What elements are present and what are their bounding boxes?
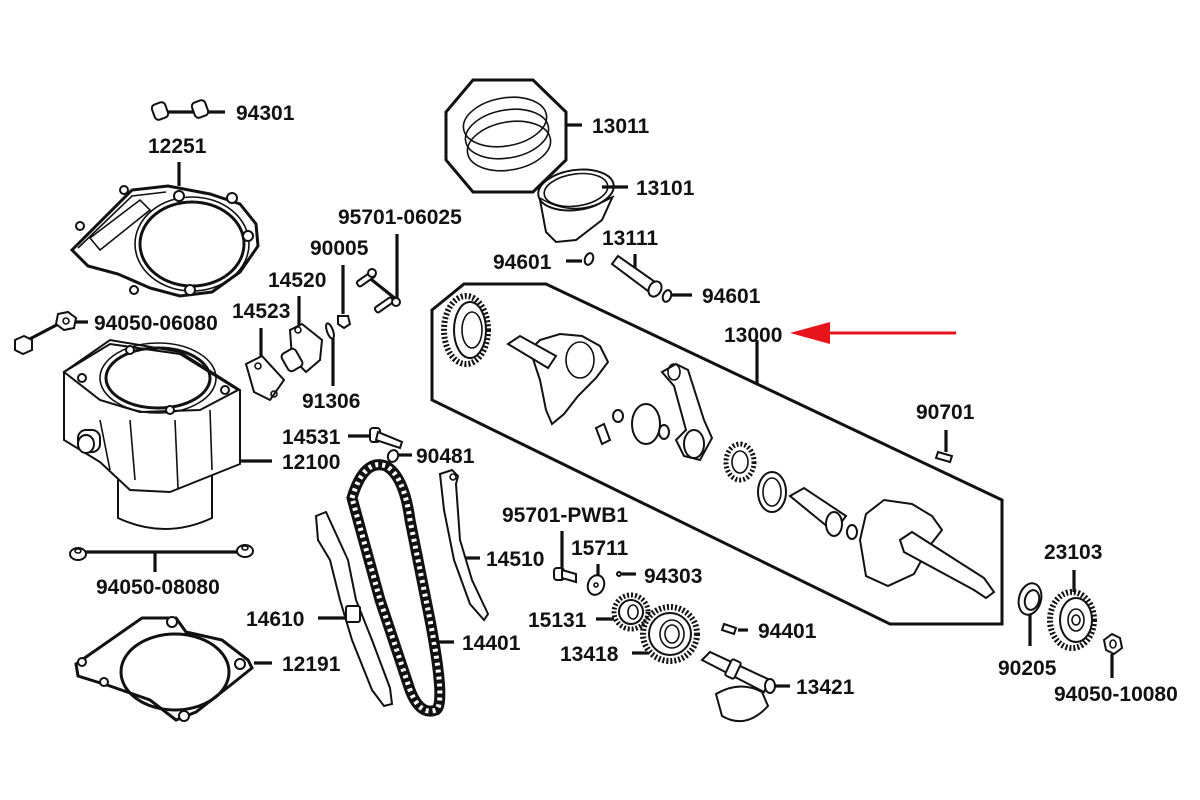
- label-94050-10080: 94050-10080: [1054, 683, 1178, 706]
- label-23103: 23103: [1044, 541, 1102, 564]
- label-12191: 12191: [282, 653, 341, 676]
- nut-94050-10080[interactable]: [1102, 632, 1124, 678]
- label-13421: 13421: [796, 676, 855, 699]
- label-14610: 14610: [246, 608, 304, 631]
- cam-chain-14401[interactable]: [346, 459, 454, 717]
- label-90205: 90205: [998, 657, 1057, 680]
- label-14510: 14510: [486, 548, 544, 571]
- nut-94050-06080[interactable]: [14, 310, 88, 356]
- tensioner-gasket-14523[interactable]: [244, 328, 286, 402]
- circlip-94601-left[interactable]: [566, 252, 595, 266]
- highlight-arrow-icon: [790, 322, 956, 344]
- washer-15711[interactable]: [585, 564, 607, 597]
- label-13101: 13101: [636, 177, 695, 200]
- label-90481: 90481: [416, 445, 475, 468]
- dowel-pin-94301[interactable]: [150, 99, 225, 121]
- bolt-95701-06025[interactable]: [355, 234, 401, 314]
- head-gasket-12251[interactable]: [69, 162, 260, 298]
- washer-90005[interactable]: [337, 265, 352, 330]
- bolt-95701-PWB1[interactable]: [553, 531, 577, 584]
- label-12100: 12100: [282, 451, 340, 474]
- label-15131: 15131: [528, 609, 587, 632]
- cylinder-12100[interactable]: [62, 338, 272, 530]
- label-94303: 94303: [644, 565, 702, 588]
- label-14523: 14523: [232, 300, 290, 323]
- label-90701: 90701: [916, 401, 975, 424]
- label-94401: 94401: [758, 620, 817, 643]
- label-94601-left: 94601: [493, 251, 552, 274]
- balancer-shaft-13421[interactable]: [700, 650, 790, 723]
- washer-90481[interactable]: [386, 449, 412, 464]
- gear-15131[interactable]: [596, 592, 651, 632]
- base-gasket-12191[interactable]: [74, 616, 272, 722]
- label-15711: 15711: [571, 537, 629, 560]
- crank-gear-23103[interactable]: [1047, 570, 1097, 651]
- label-12251: 12251: [148, 135, 207, 158]
- piston-13101[interactable]: [536, 165, 628, 244]
- label-14401: 14401: [462, 632, 521, 655]
- balancer-gear-13418[interactable]: [632, 604, 700, 664]
- pin-94303[interactable]: [616, 571, 636, 577]
- label-13000: 13000: [724, 324, 782, 347]
- label-14520: 14520: [268, 269, 326, 292]
- chain-guide-14610[interactable]: [314, 510, 394, 708]
- crankshaft-assembly-13000[interactable]: [430, 282, 1004, 626]
- bolt-14531[interactable]: [348, 427, 404, 450]
- label-91306: 91306: [302, 390, 360, 413]
- o-ring-91306[interactable]: [324, 322, 335, 386]
- label-94301: 94301: [236, 102, 295, 125]
- label-94050-08080: 94050-08080: [96, 576, 220, 599]
- circlip-94601-right[interactable]: [661, 289, 692, 303]
- chain-guide-14510[interactable]: [438, 468, 490, 622]
- label-95701-PWB1: 95701-PWB1: [502, 504, 628, 527]
- label-94050-06080: 94050-06080: [94, 312, 218, 335]
- label-14531: 14531: [282, 426, 341, 449]
- key-94401[interactable]: [720, 622, 748, 636]
- label-13418: 13418: [560, 643, 619, 666]
- label-13111: 13111: [602, 227, 658, 250]
- nut-94050-08080[interactable]: [69, 544, 254, 572]
- label-90005: 90005: [310, 237, 369, 260]
- key-90701[interactable]: [934, 430, 954, 464]
- bearing-90205[interactable]: [1015, 581, 1045, 646]
- label-95701-06025: 95701-06025: [338, 206, 462, 229]
- label-94601-right: 94601: [702, 285, 761, 308]
- piston-pin-13111[interactable]: [610, 254, 664, 299]
- label-13011: 13011: [592, 115, 650, 138]
- chain-tensioner-14520[interactable]: [280, 296, 324, 374]
- piston-rings-13011[interactable]: [444, 78, 582, 194]
